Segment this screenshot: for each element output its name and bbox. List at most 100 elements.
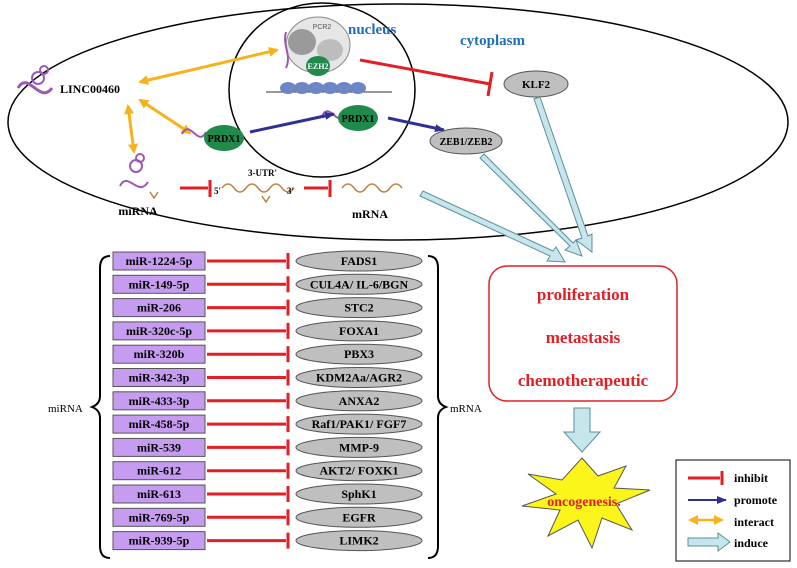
mirna-box [112,414,206,434]
legend-promote-label: promote [734,493,778,507]
promote-arrow-prdx1-nucleus [249,111,335,134]
target-oval [295,273,423,295]
legend-induce-arrow [687,532,731,552]
legend-interact-label: interact [734,515,774,529]
mirna-name: miR-433-3p [129,394,190,408]
mir-row: miR-206 STC2 [112,297,423,319]
outcome-chemotherapeutic: chemotherapeutic [518,371,649,390]
mir-row: miR-539 MMP-9 [112,436,423,458]
mirna-box [112,507,206,527]
target-oval [295,297,423,319]
five-prime-label: 5' [214,186,221,196]
target-name: MMP-9 [339,440,379,454]
nucleus-membrane [228,2,416,178]
mir-row: miR-458-5p Raf1/PAK1/ FGF7 [112,413,423,435]
prdx1-nucleus: PRDX1 [321,105,378,131]
target-oval [295,367,423,388]
mir-row: miR-320b PBX3 [112,343,423,365]
left-brace [89,255,111,559]
mir-row: miR-433-3p ANXA2 [112,390,423,412]
three-prime-label: 3' [287,186,294,196]
mirna-box [112,321,206,341]
mirna-name: miR-613 [137,487,181,501]
target-name: SphK1 [341,487,376,501]
outcome-proliferation: proliferation [537,285,630,304]
mirna-name: miR-939-5p [129,534,190,548]
linc00460-label: LINC00460 [60,82,120,96]
mirna-name: miR-149-5p [129,277,190,291]
mirna-box [112,274,206,294]
mirna-name: miR-539 [137,440,181,454]
interact-arrow-lnc-prc2 [138,46,279,86]
mrna-wave-1 [221,183,295,193]
legend-induce-label: induce [734,536,769,550]
mir-row: miR-149-5p CUL4A/ IL-6/BGN [112,273,423,295]
target-oval [295,343,423,365]
target-name: CUL4A/ IL-6/BGN [310,277,409,291]
nucleus-label: nucleus [348,22,397,38]
mir-row: miR-612 AKT2/ FOXK1 [112,460,423,482]
mir-row: miR-613 SphK1 [112,483,423,505]
mirna-box [112,368,206,387]
target-name: PBX3 [344,347,374,361]
oncogenesis-label: oncogenesis. [547,495,621,510]
mirna-box [112,437,206,457]
oncogenesis-star [521,457,651,550]
mirna-box [112,344,206,364]
zeb-oval [429,127,503,155]
cell-membrane [7,3,789,241]
induce-arrow-mrna [419,190,566,263]
mirna-box [112,531,206,551]
mirna-name: miR-769-5p [129,510,190,524]
klf2-label: KLF2 [522,79,551,91]
utr-label: 3-UTR' [248,168,277,178]
mirna-name: miR-1224-5p [126,254,193,268]
right-brace [427,255,449,559]
legend-inhibit-label: inhibit [734,471,768,485]
target-oval [295,530,423,552]
mirna-name: miR-458-5p [129,417,190,431]
mir-row: miR-939-5p LIMK2 [112,530,423,552]
target-oval [295,413,423,435]
target-name: Raf1/PAK1/ FGF7 [312,417,407,431]
prdx1-label-1: PRDX1 [208,134,241,145]
outcome-metastasis: metastasis [546,328,621,347]
target-name: LIMK2 [339,534,378,548]
target-name: AKT2/ FOXK1 [319,464,398,478]
inhibit-arrow-ezh2-klf2 [359,58,491,86]
chromatin [266,82,392,94]
induce-arrow-oncogenesis [562,407,602,453]
ezh2-protein [306,56,330,76]
target-oval [295,483,423,505]
interact-arrow-lnc-prdx1 [138,98,192,135]
ezh2-label: EZH2 [308,62,329,71]
klf2-oval [503,70,569,98]
target-oval [295,506,423,528]
induce-arrow-zeb [479,153,583,257]
mir-row: miR-320c-5p FOXA1 [112,320,423,342]
mirna-binding-mark [261,195,271,204]
target-name: ANXA2 [339,394,380,408]
target-name: KDM2Aa/AGR2 [316,371,402,385]
target-oval [295,460,423,482]
mirna-name: miR-320b [134,347,185,361]
inhibit-bar-klf2 [486,71,494,97]
left-brace-label: miRNA [48,403,83,415]
target-name: FOXA1 [339,324,379,338]
mirna-name: miR-320c-5p [126,324,192,338]
mirna-icon [119,153,159,200]
mirna-name: miR-612 [137,464,181,478]
promote-arrow-prdx1-zeb [387,116,445,133]
target-oval [295,436,423,458]
right-brace-label: mRNA [450,403,482,415]
mirna-box [112,484,206,504]
mir-row: miR-342-3p KDM2Aa/AGR2 [112,367,423,388]
target-name: EGFR [342,510,376,524]
mirna-name: miR-206 [137,301,181,315]
linc00460-rna-icon [16,65,54,95]
target-oval [295,320,423,342]
mirna-name: miR-342-3p [129,371,190,385]
target-name: STC2 [344,301,373,315]
